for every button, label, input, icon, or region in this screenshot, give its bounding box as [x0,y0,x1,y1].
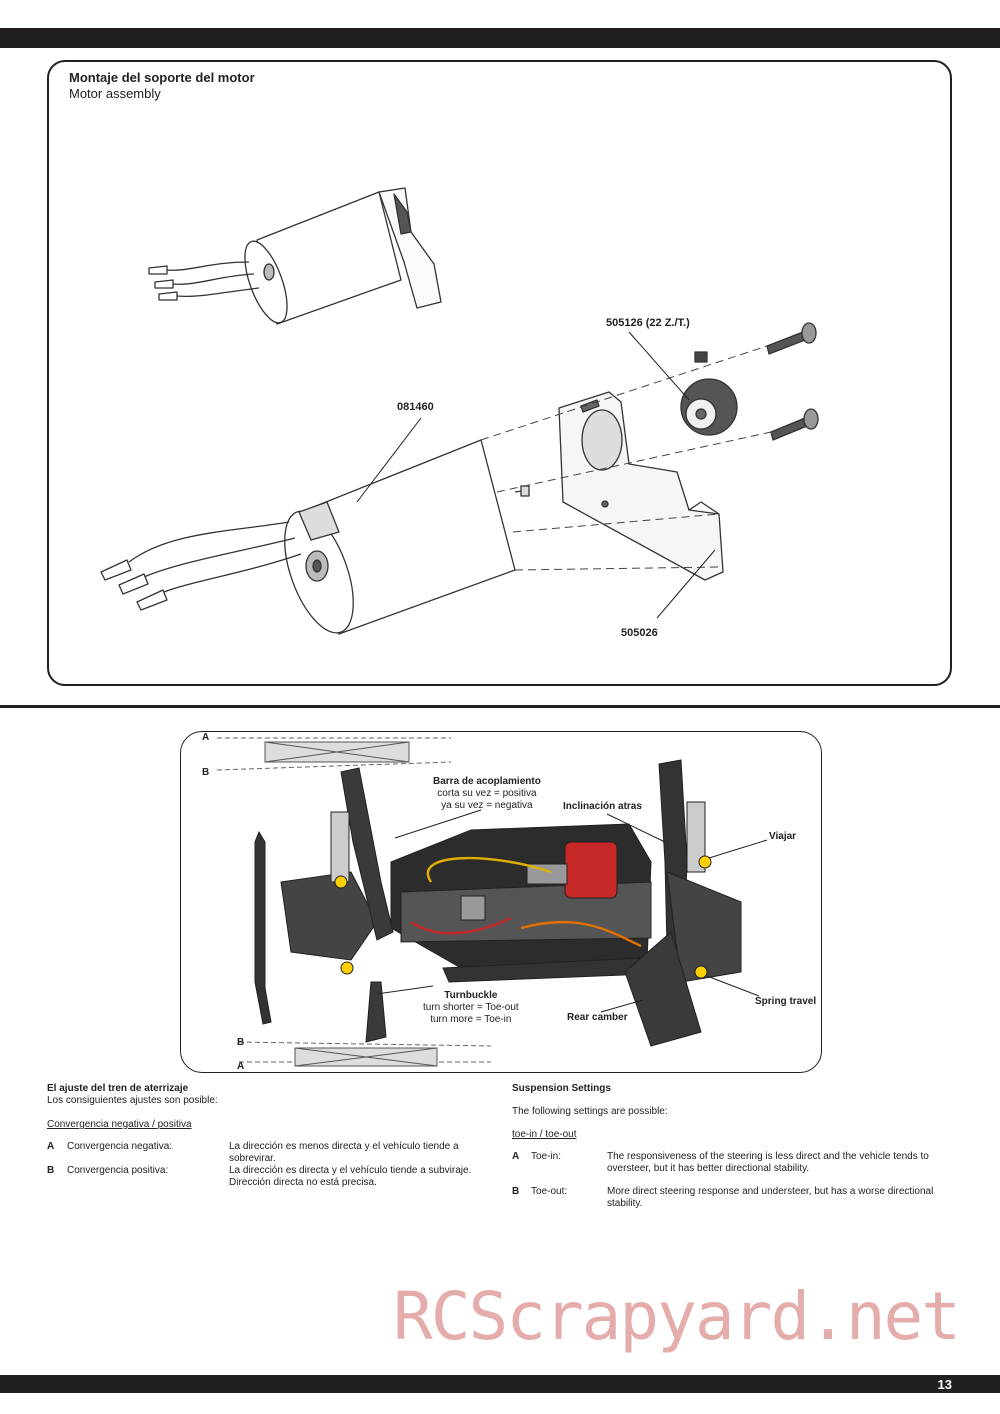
toe-label-b-bottom: B [237,1037,245,1048]
english-title: Suspension Settings [512,1083,611,1094]
spanish-b-desc: La dirección es directa y el vehículo ti… [229,1165,472,1188]
motor-assembly-illustration [100,187,819,635]
spring-travel-callout: Spring travel [755,996,817,1007]
pinion-part-number: 505126 (22 Z./T.) [606,317,690,329]
spanish-a-label: Convergencia negativa: [67,1141,173,1152]
motor-panel-subtitle: Motor assembly [69,86,161,101]
inclinacion-callout: Inclinación atras [563,801,642,812]
spanish-a-key: A [47,1141,55,1152]
watermark: RCScrapyard.net [393,1278,961,1355]
motor-part-number: 081460 [397,401,434,413]
barra-line1: corta su vez = positiva [437,788,537,799]
english-section: toe-in / toe-out [512,1129,577,1140]
barra-callout: Barra de acoplamiento corta su vez = pos… [433,776,541,812]
english-b-desc: More direct steering response and unders… [607,1186,934,1209]
spanish-intro: Los consiguientes ajustes son posible: [47,1095,218,1106]
toe-label-b-top: B [202,767,210,778]
english-a-desc: The responsiveness of the steering is le… [607,1151,929,1174]
chassis-illustration [216,737,768,1067]
rear-camber-callout: Rear camber [567,1012,628,1023]
mount-part-number: 505026 [621,627,658,639]
barra-title: Barra de acoplamiento [433,776,541,787]
viajar-callout: Viajar [769,831,797,842]
header-bar [0,28,1000,48]
english-a-label: Toe-in: [531,1151,562,1162]
english-b-label: Toe-out: [531,1186,568,1197]
section-divider [0,705,1000,708]
motor-panel-title: Montaje del soporte del motor [69,70,255,85]
turnbuckle-line2: turn more = Toe-in [430,1014,512,1025]
spanish-b-label: Convergencia positiva: [67,1165,169,1176]
english-row-b: B Toe-out: More direct steering response… [512,1186,952,1216]
turnbuckle-callout: Turnbuckle turn shorter = Toe-out turn m… [423,990,519,1026]
spanish-row-a: A Convergencia negativa: La dirección es… [47,1141,487,1165]
spanish-row-b: B Convergencia positiva: La dirección es… [47,1165,487,1189]
toe-label-a-top: A [202,732,210,743]
spanish-section: Convergencia negativa / positiva [47,1119,192,1130]
english-settings-text: Suspension Settings The following settin… [512,1083,952,1216]
turnbuckle-title: Turnbuckle [444,990,498,1001]
motor-assembly-panel: Montaje del soporte del motor Motor asse… [47,60,952,686]
chassis-settings-panel: A B B A Barra de acoplamiento corta su v… [180,731,822,1073]
footer-bar [0,1375,1000,1393]
spanish-b-key: B [47,1165,55,1176]
english-a-key: A [512,1151,520,1162]
spanish-title: El ajuste del tren de aterrizaje [47,1083,189,1094]
spanish-settings-text: El ajuste del tren de aterrizaje Los con… [47,1083,487,1189]
english-row-a: A Toe-in: The responsiveness of the stee… [512,1151,952,1186]
spanish-a-desc: La dirección es menos directa y el vehíc… [229,1141,459,1164]
english-intro: The following settings are possible: [512,1106,668,1117]
turnbuckle-line1: turn shorter = Toe-out [423,1002,519,1013]
barra-line2: ya su vez = negativa [441,800,533,811]
toe-label-a-bottom: A [237,1061,245,1072]
english-b-key: B [512,1186,520,1197]
page-number: 13 [937,1377,952,1392]
